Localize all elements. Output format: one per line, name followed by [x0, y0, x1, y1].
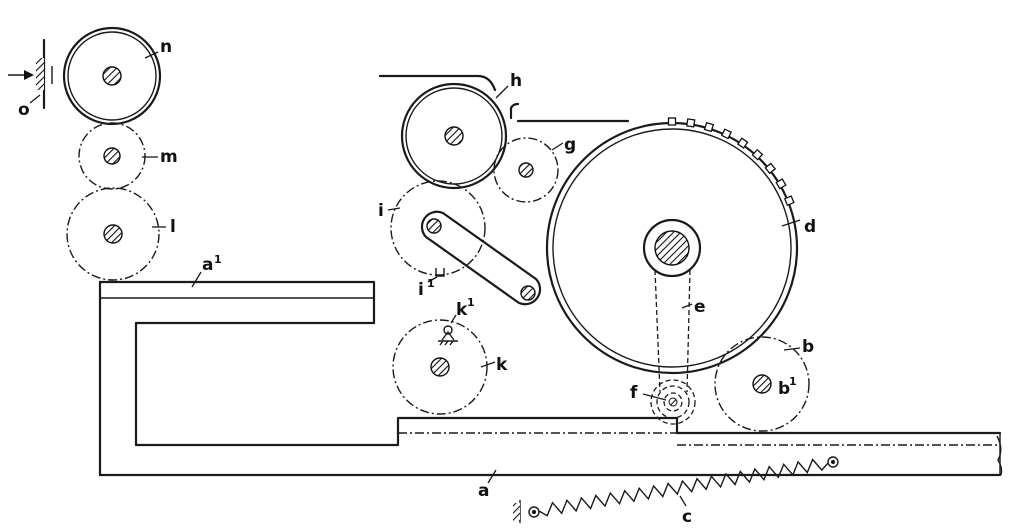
label-b1: b 1: [778, 375, 797, 399]
gear-tooth: [720, 128, 732, 140]
roller-l: [66, 187, 160, 281]
label-g: g: [551, 135, 576, 155]
svg-text:1: 1: [427, 277, 435, 290]
svg-text:1: 1: [467, 296, 475, 309]
label-d: d: [781, 217, 816, 237]
svg-text:n: n: [160, 37, 172, 57]
gear-tooth: [783, 195, 795, 207]
roller-g: [493, 137, 559, 203]
svg-text:k: k: [496, 355, 508, 375]
svg-text:d: d: [804, 217, 816, 237]
gear-d-teeth: [667, 117, 795, 207]
label-h: h: [495, 71, 522, 99]
spring-c: [513, 456, 839, 523]
svg-text:m: m: [160, 147, 178, 167]
gear-tooth: [775, 178, 787, 190]
label-b: b: [783, 337, 814, 357]
label-c: c: [679, 495, 692, 527]
svg-text:i: i: [418, 280, 424, 300]
pinion-f: [650, 379, 696, 425]
roller-n: [62, 26, 162, 126]
svg-text:a: a: [478, 481, 489, 501]
roller-h: [400, 82, 508, 190]
svg-text:h: h: [510, 71, 522, 91]
lever: [420, 210, 542, 306]
gear-tooth: [736, 137, 749, 149]
svg-text:1: 1: [214, 253, 222, 266]
label-k1: k 1: [450, 296, 475, 324]
pivot-k1: [438, 325, 458, 346]
label-e: e: [681, 297, 706, 317]
svg-text:i: i: [378, 201, 384, 221]
roller-b: [714, 336, 810, 432]
link-e: [654, 269, 691, 393]
gear-tooth: [764, 162, 777, 175]
svg-text:f: f: [630, 383, 638, 403]
roller-k: [392, 319, 488, 415]
gear-d: [545, 117, 799, 375]
label-m: m: [142, 147, 178, 167]
svg-text:c: c: [682, 507, 692, 527]
svg-text:l: l: [170, 217, 176, 237]
gear-tooth: [703, 121, 715, 133]
svg-text:e: e: [694, 297, 706, 317]
svg-text:b: b: [802, 337, 814, 357]
catch-i1: [435, 268, 445, 277]
frame-a: [98, 280, 1003, 477]
cover-plate: [378, 74, 630, 123]
roller-i: [390, 180, 486, 276]
label-a: a: [478, 469, 497, 501]
label-f: f: [630, 383, 667, 403]
gear-tooth: [667, 117, 677, 126]
label-a1: a 1: [191, 253, 222, 288]
svg-text:k: k: [456, 300, 468, 320]
gear-tooth: [751, 148, 764, 161]
svg-text:a: a: [202, 255, 213, 275]
label-n: n: [144, 37, 172, 59]
svg-text:g: g: [564, 135, 576, 155]
gear-tooth: [686, 118, 696, 128]
svg-text:b: b: [778, 379, 790, 399]
label-l: l: [152, 217, 176, 237]
label-i: i: [378, 201, 401, 221]
label-i1: i 1: [418, 276, 438, 300]
stop-o: [8, 38, 53, 110]
label-o: o: [18, 94, 41, 120]
label-k: k: [480, 355, 508, 375]
roller-m: [78, 122, 146, 190]
svg-text:1: 1: [789, 375, 797, 388]
svg-text:o: o: [18, 100, 30, 120]
